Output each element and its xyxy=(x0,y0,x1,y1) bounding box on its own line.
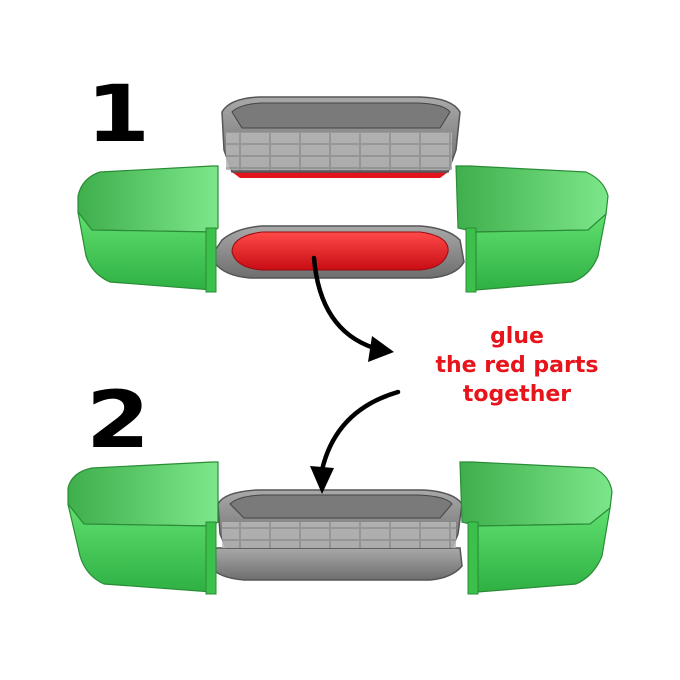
tray-top xyxy=(221,96,461,178)
step-number-2: 2 xyxy=(86,376,150,466)
curved-arrow-down-left xyxy=(310,389,401,494)
left-green-bracket-2 xyxy=(67,461,219,595)
instruction-line-1: glue xyxy=(490,324,544,349)
right-green-bracket-1 xyxy=(455,165,609,293)
tray-inner xyxy=(231,102,451,129)
tray-grid-wall xyxy=(226,132,452,170)
left-green-bracket-1 xyxy=(77,165,219,293)
step-number-1: 1 xyxy=(86,70,150,160)
tray-assembled xyxy=(209,489,463,581)
instruction-line-3: together xyxy=(462,382,572,407)
red-glue-surface xyxy=(231,231,449,271)
plate-with-red-surface xyxy=(213,225,465,279)
instruction-text: glue the red parts together xyxy=(398,322,636,409)
instruction-line-2: the red parts xyxy=(435,353,599,378)
right-green-bracket-2 xyxy=(459,461,613,595)
tray-red-underside xyxy=(232,172,448,178)
assembled-plate xyxy=(209,547,463,581)
curved-arrow-down-right xyxy=(311,255,394,362)
